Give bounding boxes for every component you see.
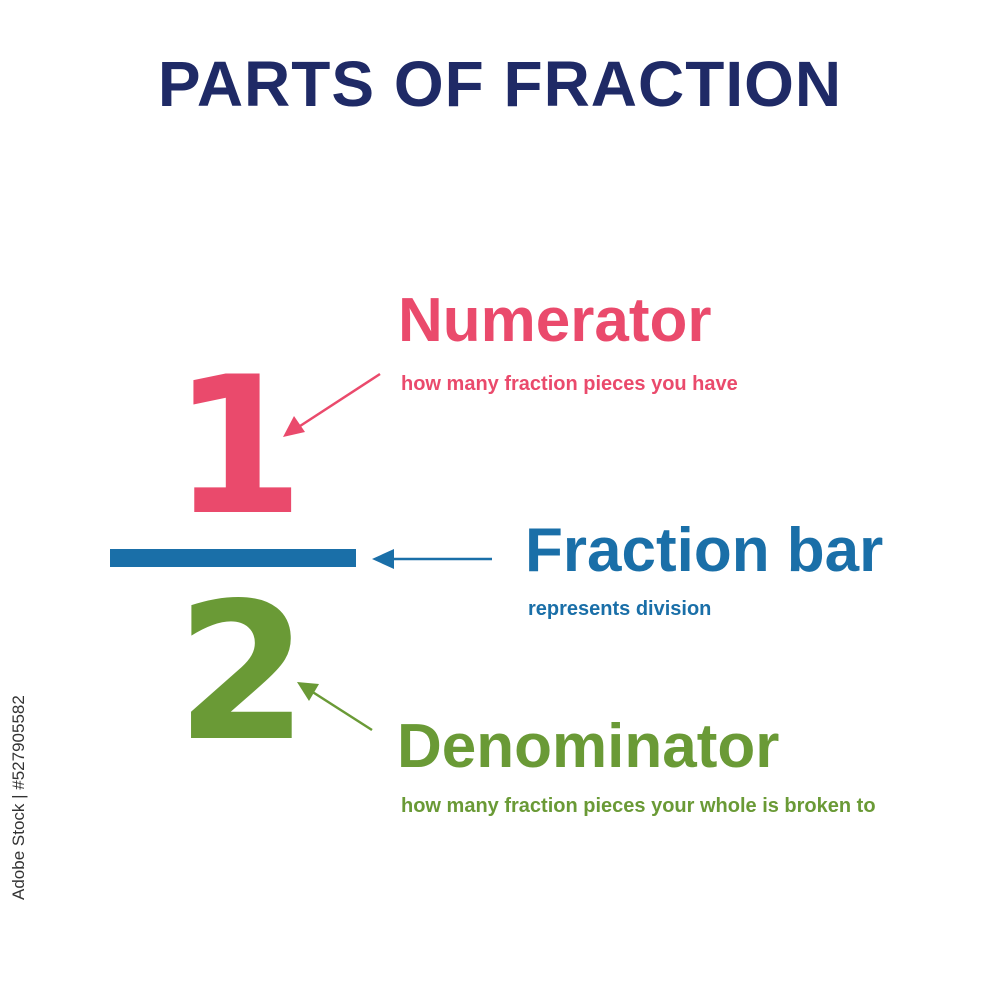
stock-id-text: Adobe Stock | #527905582 xyxy=(9,695,28,900)
numerator-description: how many fraction pieces you have xyxy=(401,373,738,395)
numerator-arrow xyxy=(283,372,381,437)
fraction-bar-line xyxy=(110,549,356,567)
fraction-bar-description: represents division xyxy=(528,598,712,620)
denominator-description: how many fraction pieces your whole is b… xyxy=(401,795,876,817)
denominator-digit: 2 xyxy=(176,562,309,783)
numerator-digit: 1 xyxy=(172,336,305,557)
fraction-bar-heading: Fraction bar xyxy=(525,516,884,585)
denominator-arrow xyxy=(297,682,373,732)
denominator-heading: Denominator xyxy=(397,712,780,781)
fraction-bar-arrow xyxy=(372,549,492,569)
numerator-heading: Numerator xyxy=(398,286,712,355)
page-title: PARTS OF FRACTION xyxy=(157,48,843,120)
